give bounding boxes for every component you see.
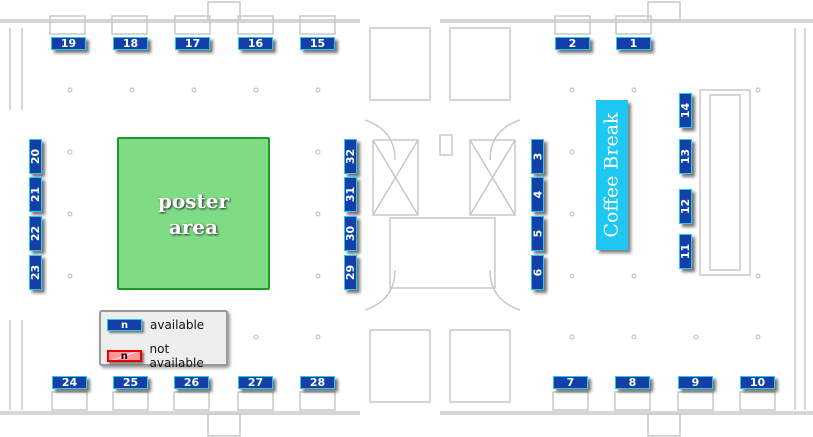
booth-25[interactable]: 25: [113, 376, 148, 389]
booth-31[interactable]: 31: [344, 177, 357, 212]
booth-23[interactable]: 23: [29, 255, 42, 290]
booth-21[interactable]: 21: [29, 177, 42, 212]
booth-number: 2: [568, 37, 577, 50]
booth-30[interactable]: 30: [344, 216, 357, 251]
available-swatch: n: [107, 319, 142, 331]
booth-26[interactable]: 26: [174, 376, 209, 389]
booth-number: 12: [679, 198, 692, 215]
booth-number: 13: [679, 148, 692, 165]
booth-number: 15: [309, 37, 326, 50]
booth-number: 19: [60, 37, 77, 50]
booth-number: 24: [61, 376, 78, 389]
booth-number: 29: [344, 264, 357, 281]
legend-available: n available: [107, 318, 204, 332]
booth-15[interactable]: 15: [300, 37, 335, 50]
booth-number: 3: [531, 152, 544, 161]
booth-7[interactable]: 7: [553, 376, 588, 389]
booth-number: 11: [679, 243, 692, 260]
booth-3[interactable]: 3: [531, 139, 544, 174]
booth-number: 23: [29, 264, 42, 281]
booth-number: 18: [122, 37, 139, 50]
booth-32[interactable]: 32: [344, 139, 357, 174]
poster-area-label-line2: area: [168, 214, 219, 239]
booth-number: 30: [344, 225, 357, 242]
booth-number: 32: [344, 148, 357, 165]
booth-number: 28: [309, 376, 326, 389]
legend-not-available-label: not available: [149, 342, 204, 370]
booth-number: 5: [531, 229, 544, 238]
legend-available-label: available: [150, 318, 205, 332]
booth-8[interactable]: 8: [615, 376, 650, 389]
booth-4[interactable]: 4: [531, 177, 544, 212]
booth-12[interactable]: 12: [679, 189, 692, 224]
booth-number: 21: [29, 186, 42, 203]
booth-1[interactable]: 1: [616, 37, 651, 50]
booth-9[interactable]: 9: [678, 376, 713, 389]
legend-not-available: n not available: [107, 342, 226, 370]
booth-number: 27: [247, 376, 264, 389]
booth-number: 14: [679, 102, 692, 119]
booth-number: 17: [184, 37, 201, 50]
booth-11[interactable]: 11: [679, 234, 692, 269]
booth-18[interactable]: 18: [113, 37, 148, 50]
booth-10[interactable]: 10: [740, 376, 775, 389]
booth-19[interactable]: 19: [51, 37, 86, 50]
booth-13[interactable]: 13: [679, 139, 692, 174]
booth-number: 31: [344, 186, 357, 203]
booth-22[interactable]: 22: [29, 216, 42, 251]
booth-number: 6: [531, 268, 544, 277]
booth-number: 20: [29, 148, 42, 165]
booth-27[interactable]: 27: [238, 376, 273, 389]
coffee-break-label: Coffee Break: [601, 112, 624, 238]
booth-number: 7: [566, 376, 575, 389]
booth-17[interactable]: 17: [175, 37, 210, 50]
booth-2[interactable]: 2: [555, 37, 590, 50]
booth-number: 8: [628, 376, 637, 389]
booth-number: 22: [29, 225, 42, 242]
booth-number: 9: [691, 376, 700, 389]
booth-14[interactable]: 14: [679, 93, 692, 128]
booth-number: 10: [749, 376, 766, 389]
legend: n available n not available: [99, 310, 228, 370]
booth-20[interactable]: 20: [29, 139, 42, 174]
booth-24[interactable]: 24: [52, 376, 87, 389]
not-available-swatch: n: [107, 350, 142, 362]
poster-area-label-line1: poster: [157, 188, 230, 213]
coffee-break-area[interactable]: Coffee Break: [596, 100, 628, 250]
booth-16[interactable]: 16: [238, 37, 273, 50]
booth-number: 26: [183, 376, 200, 389]
booth-number: 16: [247, 37, 264, 50]
booth-6[interactable]: 6: [531, 255, 544, 290]
booth-29[interactable]: 29: [344, 255, 357, 290]
booth-5[interactable]: 5: [531, 216, 544, 251]
booth-28[interactable]: 28: [300, 376, 335, 389]
booth-number: 1: [629, 37, 638, 50]
booth-number: 4: [531, 190, 544, 199]
booth-number: 25: [122, 376, 139, 389]
